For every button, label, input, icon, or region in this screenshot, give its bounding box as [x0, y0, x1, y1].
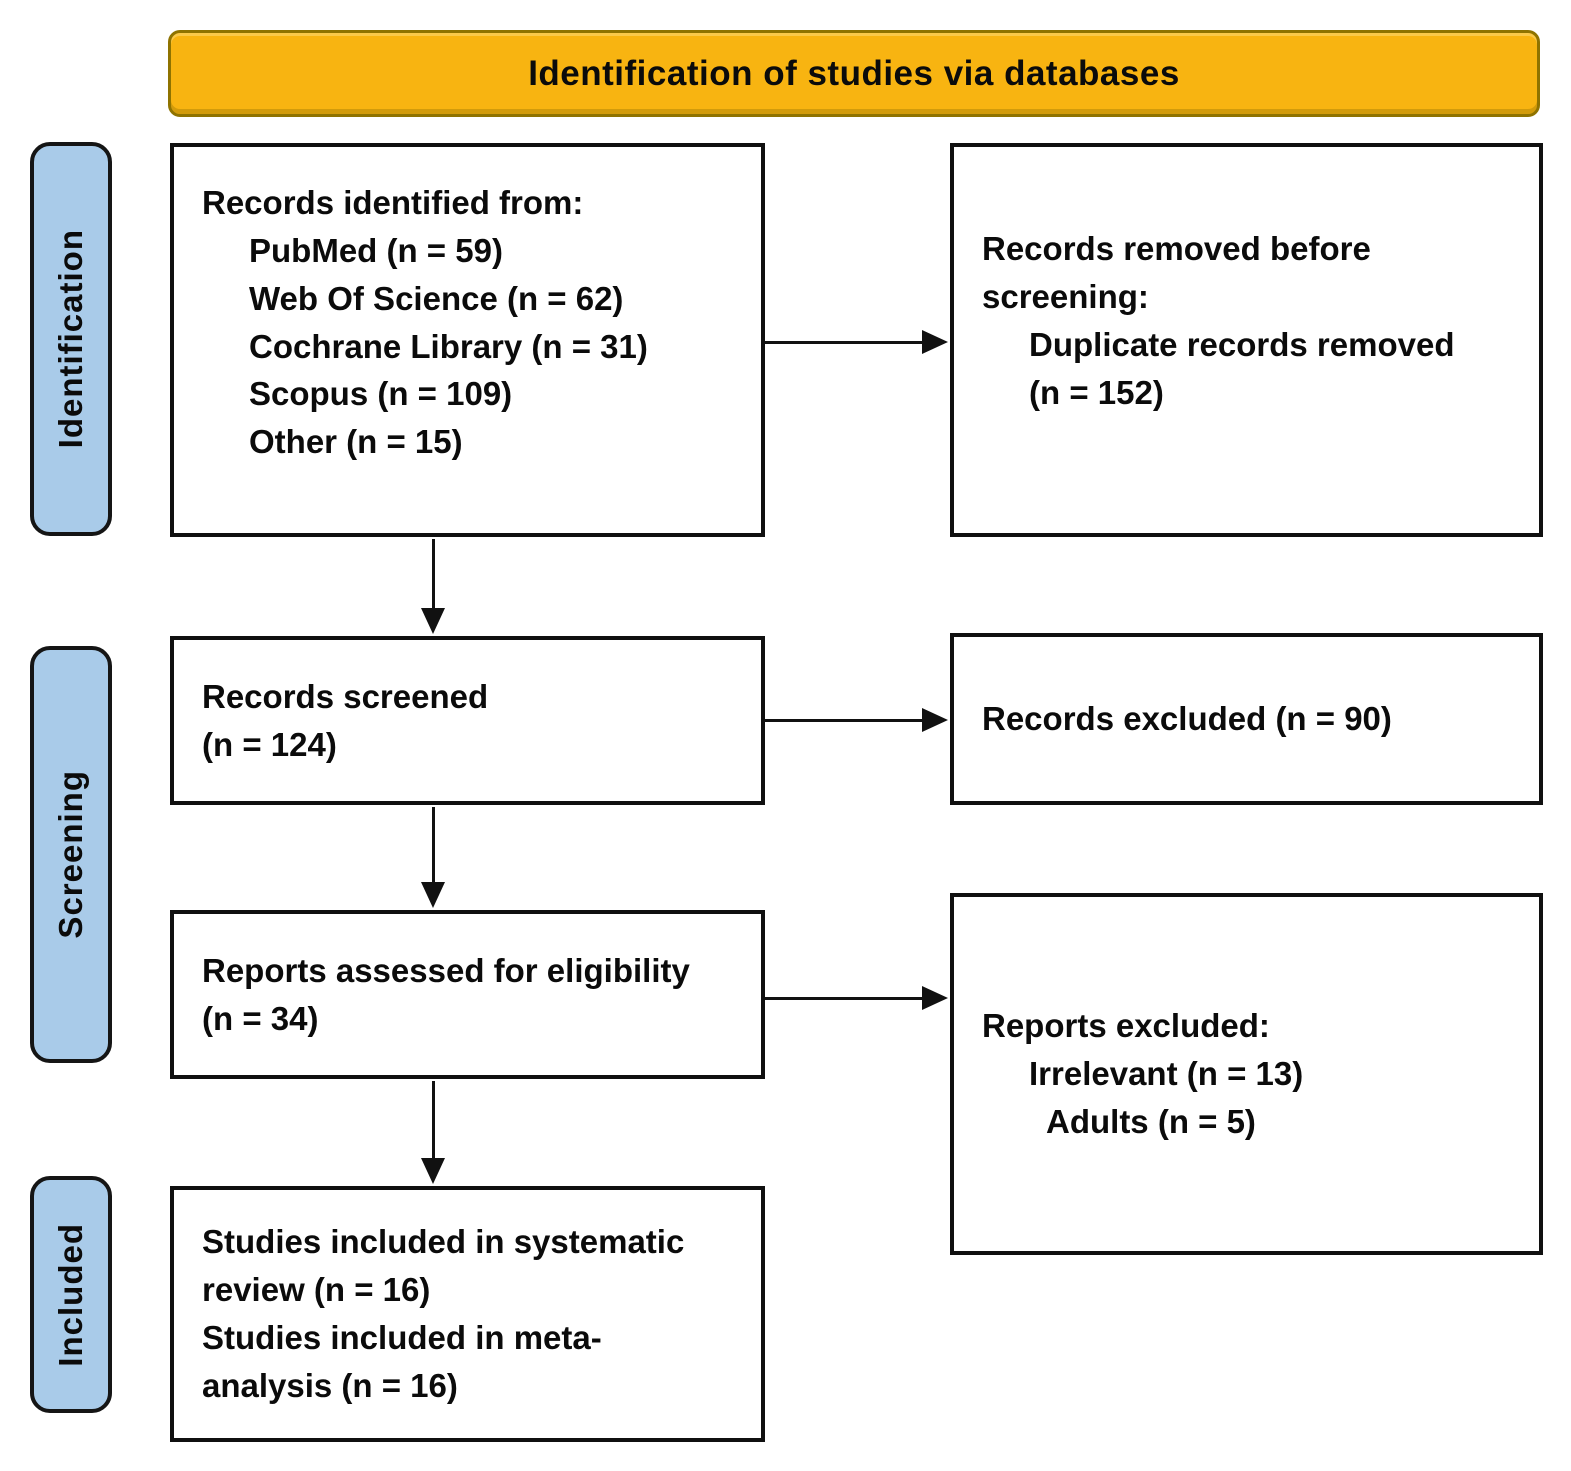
excluded-adults: Adults (n = 5) — [1046, 1102, 1256, 1140]
reports-excluded-box: Reports excluded: Irrelevant (n = 13) Ad… — [950, 893, 1543, 1255]
records-identified-box: Records identified from: PubMed (n = 59)… — [170, 143, 765, 537]
arrow-shaft — [431, 539, 435, 608]
source-scopus: Scopus (n = 109) — [249, 375, 513, 413]
records-removed-box: Records removed before screening: Duplic… — [950, 143, 1543, 537]
studies-included-line1: Studies included in systematic — [202, 1223, 685, 1261]
arrow-screened-to-excluded — [765, 708, 948, 732]
arrow-head — [421, 1158, 445, 1184]
arrow-head — [922, 708, 948, 732]
records-excluded-line: Records excluded (n = 90) — [982, 700, 1392, 738]
studies-included-line3: Studies included in meta- — [202, 1319, 602, 1356]
source-cochrane-library: Cochrane Library (n = 31) — [249, 327, 648, 365]
studies-included-line4: analysis (n = 16) — [202, 1366, 458, 1404]
source-pubmed: PubMed (n = 59) — [249, 231, 503, 269]
studies-included-box: Studies included in systematic review (n… — [170, 1186, 765, 1442]
stage-label-included-text: Included — [52, 1222, 89, 1367]
records-removed-title-line2: screening: — [982, 277, 1149, 315]
arrow-screened-to-assessed — [421, 807, 445, 908]
records-excluded-box: Records excluded (n = 90) — [950, 633, 1543, 805]
duplicates-removed-line1: Duplicate records removed — [1029, 325, 1455, 363]
arrow-assessed-to-included — [421, 1081, 445, 1184]
studies-included-line2: review (n = 16) — [202, 1271, 431, 1309]
arrow-head — [421, 882, 445, 908]
banner: Identification of studies via databases — [168, 30, 1540, 117]
reports-assessed-line2: (n = 34) — [202, 999, 319, 1037]
arrow-head — [421, 608, 445, 634]
duplicates-removed-line2: (n = 152) — [1029, 373, 1164, 411]
arrow-shaft — [431, 1081, 435, 1158]
reports-assessed-line1: Reports assessed for eligibility — [202, 951, 690, 989]
arrow-shaft — [765, 996, 922, 1000]
stage-label-screening-text: Screening — [52, 770, 89, 939]
records-screened-line1: Records screened — [202, 677, 489, 715]
arrow-head — [922, 330, 948, 354]
reports-assessed-box: Reports assessed for eligibility (n = 34… — [170, 910, 765, 1079]
records-removed-title-line1: Records removed before — [982, 230, 1371, 267]
arrow-shaft — [765, 340, 922, 344]
records-identified-title: Records identified from: — [202, 184, 584, 221]
banner-title: Identification of studies via databases — [528, 53, 1180, 93]
arrow-shaft — [765, 718, 922, 722]
arrow-assessed-to-excluded — [765, 986, 948, 1010]
arrow-identified-to-removed — [765, 330, 948, 354]
stage-label-included: Included — [30, 1176, 112, 1413]
source-other: Other (n = 15) — [249, 423, 463, 461]
source-web-of-science: Web Of Science (n = 62) — [249, 279, 624, 317]
arrow-identified-to-screened — [421, 539, 445, 634]
records-screened-box: Records screened (n = 124) — [170, 636, 765, 805]
reports-excluded-title: Reports excluded: — [982, 1007, 1270, 1045]
records-screened-line2: (n = 124) — [202, 725, 337, 763]
arrow-head — [922, 986, 948, 1010]
stage-label-identification-text: Identification — [52, 229, 89, 449]
excluded-irrelevant: Irrelevant (n = 13) — [1029, 1055, 1304, 1093]
stage-label-screening: Screening — [30, 646, 112, 1063]
arrow-shaft — [431, 807, 435, 882]
stage-label-identification: Identification — [30, 142, 112, 536]
